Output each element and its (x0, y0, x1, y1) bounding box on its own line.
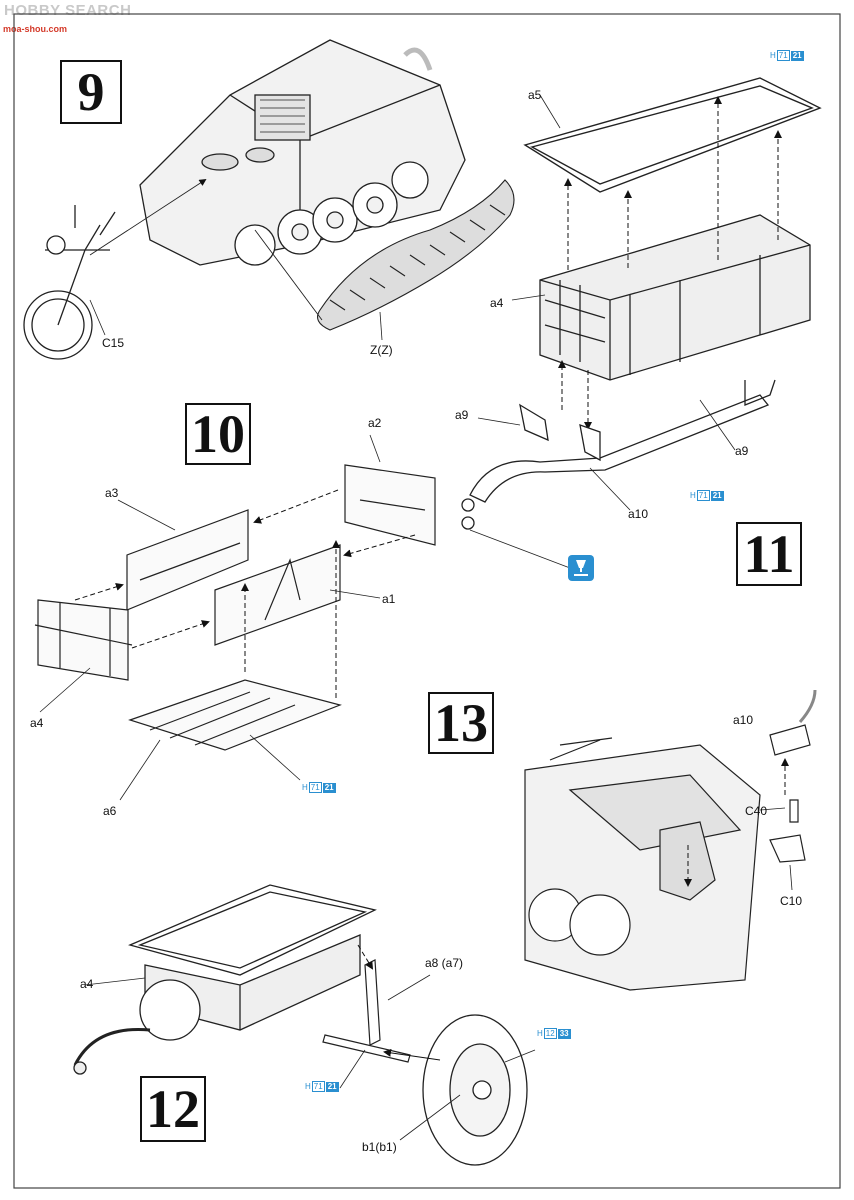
panel-a1 (214, 544, 341, 646)
panel-a4 (37, 599, 129, 681)
step9-track (317, 179, 515, 331)
step-number-9: 9 (60, 60, 122, 124)
label-a1: a1 (382, 592, 396, 606)
paint-prefix: H (537, 1029, 543, 1038)
step11-frame (523, 77, 822, 193)
paint-number: 71 (311, 1081, 325, 1092)
paint-code-step10-a6: H 71 21 (302, 782, 336, 793)
paint-prefix: H (302, 783, 308, 792)
label-a4-step12: a4 (80, 977, 94, 991)
label-c15: C15 (102, 336, 125, 350)
cement-glue-icon (568, 555, 594, 581)
panel-a3 (126, 509, 249, 611)
label-c40: C40 (745, 804, 768, 818)
paint-number: 71 (308, 782, 322, 793)
step-number-12: 12 (140, 1076, 206, 1142)
label-a3: a3 (105, 486, 119, 500)
label-a9-right: a9 (735, 444, 749, 458)
step11-towbar (461, 379, 776, 530)
watermark-logo: HOBBY SEARCH (4, 2, 132, 19)
step-number-10: 10 (185, 403, 251, 465)
label-a9-left: a9 (455, 408, 469, 422)
paint-code-step11-towbar: H 71 21 (690, 490, 724, 501)
label-zz: Z(Z) (370, 343, 393, 357)
paint-number: 12 (543, 1028, 557, 1039)
label-a4-step11: a4 (490, 296, 504, 310)
paint-ref: 21 (325, 1081, 339, 1092)
label-c10: C10 (780, 894, 803, 908)
paint-prefix: H (690, 491, 696, 500)
step11-box (539, 214, 811, 381)
paint-ref: 21 (710, 490, 724, 501)
watermark-url: moa-shou.com (3, 24, 68, 34)
label-a10-step11: a10 (628, 507, 649, 521)
label-b1-b1: b1(b1) (362, 1140, 397, 1154)
paint-code-step12-wheel: H 12 33 (537, 1028, 571, 1039)
step10-panels (34, 464, 436, 751)
paint-code-step12-axle: H 71 21 (305, 1081, 339, 1092)
label-a10-step13: a10 (733, 713, 754, 727)
paint-number: 71 (776, 50, 790, 61)
step12-wheel (422, 1014, 528, 1166)
step9-vehicle (139, 39, 466, 266)
paint-ref: 21 (790, 50, 804, 61)
label-a4-step10: a4 (30, 716, 44, 730)
step-number-13: 13 (428, 692, 494, 754)
step9-motorcycle (23, 205, 116, 360)
paint-ref: 33 (557, 1028, 571, 1039)
paint-prefix: H (305, 1082, 311, 1091)
label-a2: a2 (368, 416, 382, 430)
step13-hitch (769, 689, 817, 863)
label-a6: a6 (103, 804, 117, 818)
label-a8-a7: a8 (a7) (425, 956, 464, 970)
step12-trailer (73, 884, 377, 1075)
paint-prefix: H (770, 51, 776, 60)
step13-vehicle (524, 737, 761, 991)
paint-ref: 21 (322, 782, 336, 793)
step-number-11: 11 (736, 522, 802, 586)
paint-number: 71 (696, 490, 710, 501)
paint-code-step11-frame: H 71 21 (770, 50, 804, 61)
label-a5: a5 (528, 88, 542, 102)
panel-a6 (128, 679, 342, 751)
page-border (13, 13, 841, 1189)
